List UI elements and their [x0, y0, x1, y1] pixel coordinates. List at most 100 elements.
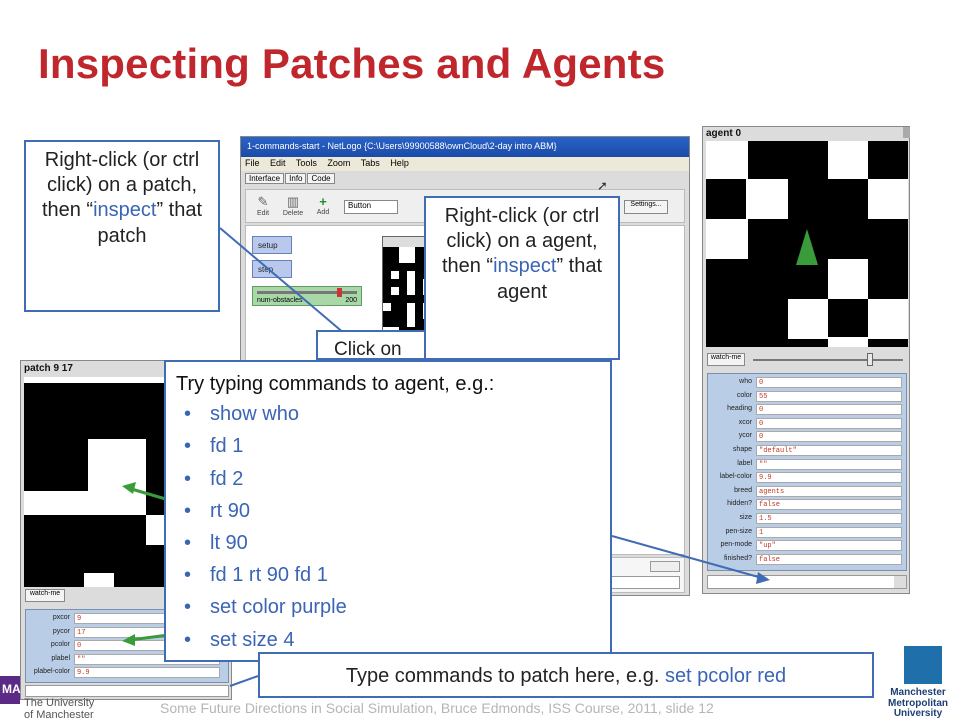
- agent-var-value[interactable]: 1: [756, 526, 902, 538]
- patch-command-input[interactable]: [25, 685, 229, 697]
- patch-cell: [828, 337, 868, 347]
- patch-watch-me-button[interactable]: watch-me: [25, 589, 65, 602]
- callout-click-on: Click on: [316, 330, 426, 360]
- agent-var-value[interactable]: 0: [756, 417, 902, 429]
- connector-patch-callout: [219, 227, 346, 335]
- agent-inspector-view: [706, 141, 908, 347]
- agent-var-name: who: [739, 378, 752, 385]
- command-item: set size 4: [176, 628, 610, 660]
- agent-var-value[interactable]: 0: [756, 431, 902, 443]
- add-label: Add: [316, 209, 330, 216]
- agent-var-name: finished?: [723, 554, 752, 562]
- trash-icon: ▥: [286, 194, 300, 209]
- patch-cell: [24, 491, 146, 515]
- callout-agent-highlight: inspect: [493, 255, 557, 278]
- agent-var-name: hidden?: [727, 500, 752, 508]
- patch-inspector-title: patch 9 17: [24, 363, 73, 374]
- patch-var-name: pxcor: [52, 614, 70, 621]
- edit-button[interactable]: ✎Edit: [250, 194, 276, 220]
- patch-cmd-example: set pcolor red: [664, 665, 787, 687]
- agent-var-value[interactable]: false: [756, 553, 902, 565]
- settings-button[interactable]: Settings...: [624, 200, 668, 214]
- patch-cell: [788, 299, 828, 339]
- agent-var-value[interactable]: 9.9: [756, 472, 902, 484]
- menu-edit[interactable]: Edit: [270, 158, 286, 168]
- patch-var-row: plabel-color 9.9: [26, 666, 224, 679]
- agent-var-value[interactable]: "up": [756, 540, 902, 552]
- agent-var-row: shape"default": [708, 444, 906, 457]
- agent-var-value[interactable]: 0: [756, 377, 902, 388]
- callout-patch-text-end: ” that patch: [97, 199, 203, 247]
- pencil-icon: ✎: [257, 194, 269, 209]
- agent-var-name: xcor: [738, 418, 752, 426]
- callout-patch-text: Right-click (or ctrl click) on a patch, …: [41, 149, 200, 222]
- world-patch-cell: [391, 271, 399, 279]
- slide-footer: Some Future Directions in Social Simulat…: [160, 700, 714, 716]
- patch-var-value[interactable]: 9.9: [74, 667, 220, 679]
- patch-cell: [746, 179, 788, 219]
- agent-command-clear-button[interactable]: [894, 576, 906, 588]
- agent-var-row: xcor 0: [708, 417, 906, 430]
- patch-cell: [706, 141, 748, 179]
- slider-value: 200: [345, 297, 357, 304]
- agent-var-value[interactable]: 1.5: [756, 513, 902, 524]
- connector-patch-command: [229, 675, 259, 687]
- patch-cell: [24, 377, 228, 383]
- agent-var-value[interactable]: "": [756, 458, 902, 470]
- slider-track: [257, 291, 357, 294]
- agent-watch-me-button[interactable]: watch-me: [707, 353, 745, 366]
- patch-var-name: plabel: [51, 654, 70, 662]
- netlogo-titlebar[interactable]: 1-commands-start - NetLogo {C:\Users\999…: [241, 137, 689, 157]
- widget-type-select[interactable]: Button: [344, 200, 398, 214]
- agent-var-value[interactable]: 55: [756, 390, 902, 402]
- agent-var-name: pen-mode: [720, 541, 752, 549]
- command-item: lt 90: [176, 531, 610, 563]
- callout-patch-commands: Type commands to patch here, e.g. set pc…: [258, 652, 874, 698]
- menu-zoom[interactable]: Zoom: [327, 158, 351, 168]
- world-patch-cell: [391, 287, 399, 295]
- slider-label: num-obstacles: [257, 297, 303, 304]
- tab-interface[interactable]: Interface: [245, 173, 285, 184]
- menu-tabs[interactable]: Tabs: [360, 158, 380, 168]
- mmu-line3: University: [893, 708, 943, 719]
- delete-button[interactable]: ▥Delete: [280, 194, 306, 220]
- patch-cell: [84, 573, 114, 587]
- green-arrowhead: [122, 634, 135, 646]
- world-patch-cell: [407, 311, 415, 319]
- callout-patch-highlight: inspect: [93, 199, 157, 222]
- setup-button[interactable]: setup: [252, 236, 292, 254]
- mmu-text: Manchester Metropolitan University: [878, 687, 958, 720]
- command-item: rt 90: [176, 499, 610, 531]
- world-patch-cell: [407, 247, 415, 255]
- agent-var-name: pen-size: [725, 527, 752, 535]
- patch-cell: [868, 299, 908, 339]
- menu-file[interactable]: File: [245, 158, 260, 168]
- command-item: set color purple: [176, 595, 610, 627]
- agent-var-value[interactable]: 0: [756, 404, 902, 416]
- close-icon[interactable]: [903, 127, 910, 138]
- slider-thumb[interactable]: [337, 288, 342, 297]
- tab-code[interactable]: Code: [307, 173, 335, 184]
- agent-var-value[interactable]: agents: [756, 485, 902, 497]
- patch-var-name: plabel-color: [33, 668, 70, 676]
- mouse-cursor-icon: ➚: [597, 178, 608, 193]
- agent-var-value[interactable]: "default": [756, 445, 902, 456]
- world-patch-cell: [407, 271, 415, 279]
- world-patch-cell: [407, 279, 415, 287]
- num-obstacles-slider[interactable]: num-obstacles 200: [252, 286, 362, 306]
- menu-help[interactable]: Help: [390, 158, 409, 168]
- menu-tools[interactable]: Tools: [295, 158, 317, 168]
- agent-var-value[interactable]: false: [756, 499, 902, 511]
- agent-zoom-slider[interactable]: [867, 353, 873, 366]
- tab-info[interactable]: Info: [285, 173, 307, 184]
- world-patch-cell: [383, 303, 391, 311]
- command-clear-button[interactable]: [650, 561, 680, 572]
- command-item: show who: [176, 402, 610, 434]
- patch-cell: [88, 439, 146, 491]
- add-button[interactable]: +Add: [310, 194, 336, 220]
- uom-text: The University of Manchester: [24, 697, 95, 721]
- agent-var-name: breed: [734, 486, 752, 494]
